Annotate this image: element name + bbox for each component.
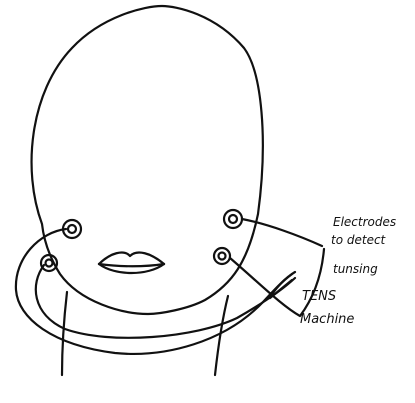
label-electrodes-line1: Electrodes (333, 215, 396, 229)
label-electrodes-line2: to detect (331, 233, 387, 247)
wire-inner-loop (36, 265, 295, 338)
tens-pointer-upper (270, 274, 292, 297)
neck-left (62, 292, 67, 375)
label-tens-line2: Machine (300, 312, 354, 327)
head-outline (32, 6, 263, 314)
electrode-right-upper (224, 210, 242, 228)
label-tens-line1: TENS (302, 289, 336, 304)
label-electrodes-line3: tunsing (333, 262, 378, 276)
mouth-line (99, 264, 164, 266)
electrode-right-lower (214, 248, 230, 264)
wire-outer-loop (16, 229, 295, 354)
mouth-upper-lip (99, 253, 164, 264)
